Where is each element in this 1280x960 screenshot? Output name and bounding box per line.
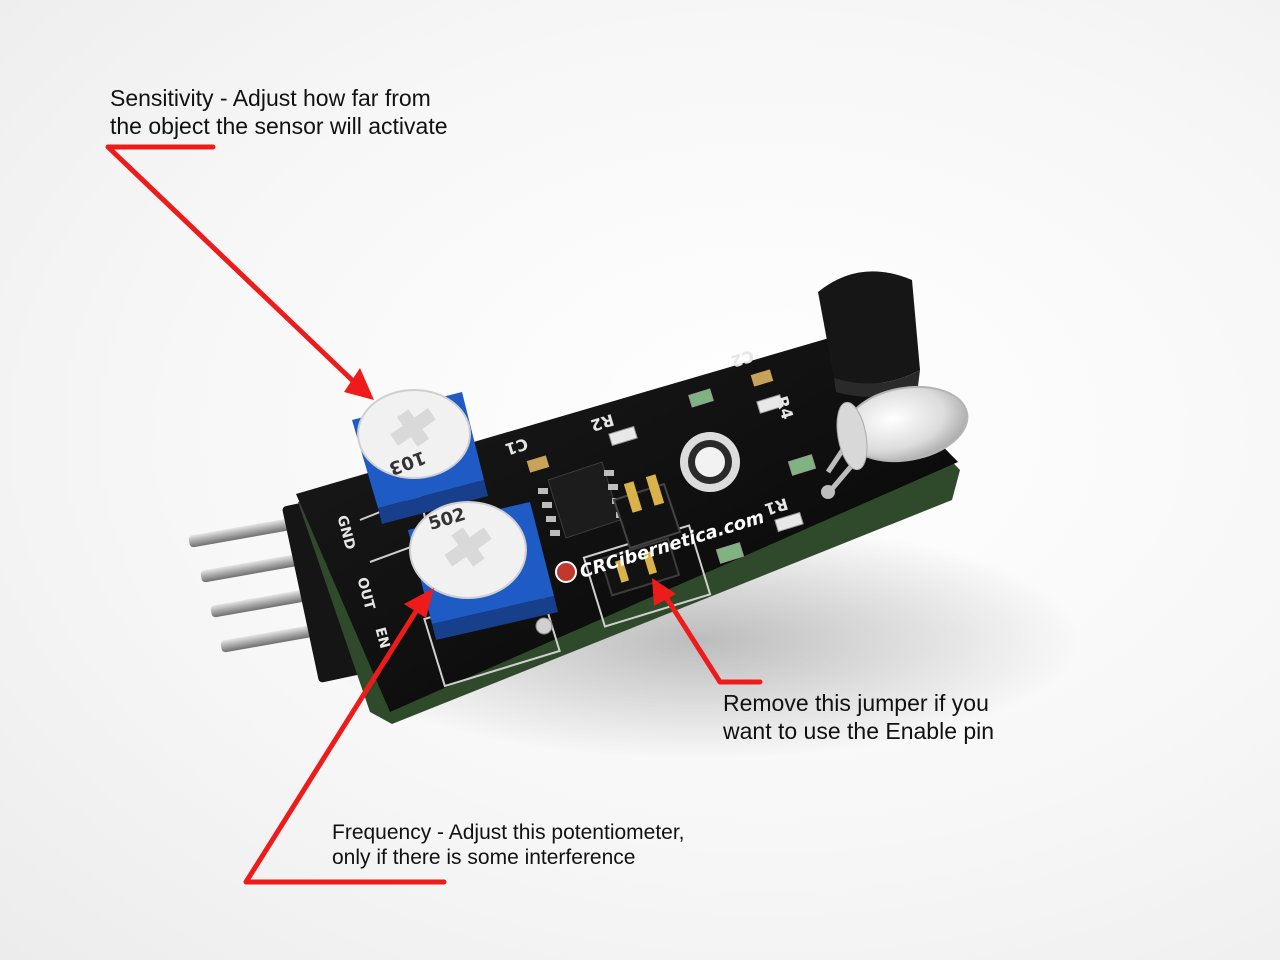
jumper-callout: Remove this jumper if you want to use th… (723, 690, 994, 745)
frequency-arrow (243, 602, 447, 885)
frequency-potentiometer: 502 (408, 501, 558, 640)
comparator-ic (538, 461, 626, 539)
frequency-callout-line1: Frequency - Adjust this potentiometer, (332, 821, 685, 844)
jumper-callout-line2: want to use the Enable pin (723, 717, 995, 744)
sensitivity-potentiometer: 103 (352, 389, 488, 524)
sensitivity-callout-line2: the object the sensor will activate (110, 112, 448, 139)
brand-logo-icon (555, 561, 577, 583)
mounting-hole (695, 447, 725, 477)
jumper-arrowhead-icon (652, 578, 676, 606)
frequency-callout: Frequency - Adjust this potentiometer, o… (332, 820, 685, 870)
smd-components (526, 369, 817, 564)
pin-label-en: EN (372, 626, 393, 651)
jumper-arrow (661, 591, 763, 685)
frequency-arrowhead-icon (404, 588, 434, 618)
sensitivity-arrow (105, 144, 355, 383)
sensitivity-callout: Sensitivity - Adjust how far from the ob… (110, 85, 448, 140)
sensitivity-arrowhead-icon (344, 368, 374, 400)
frequency-callout-line2: only if there is some interference (332, 846, 636, 870)
jumper-callout-line1: Remove this jumper if you (723, 690, 989, 716)
ir-led (821, 385, 969, 499)
enable-jumper (599, 474, 682, 597)
sensitivity-callout-line1: Sensitivity - Adjust how far from (110, 85, 431, 111)
